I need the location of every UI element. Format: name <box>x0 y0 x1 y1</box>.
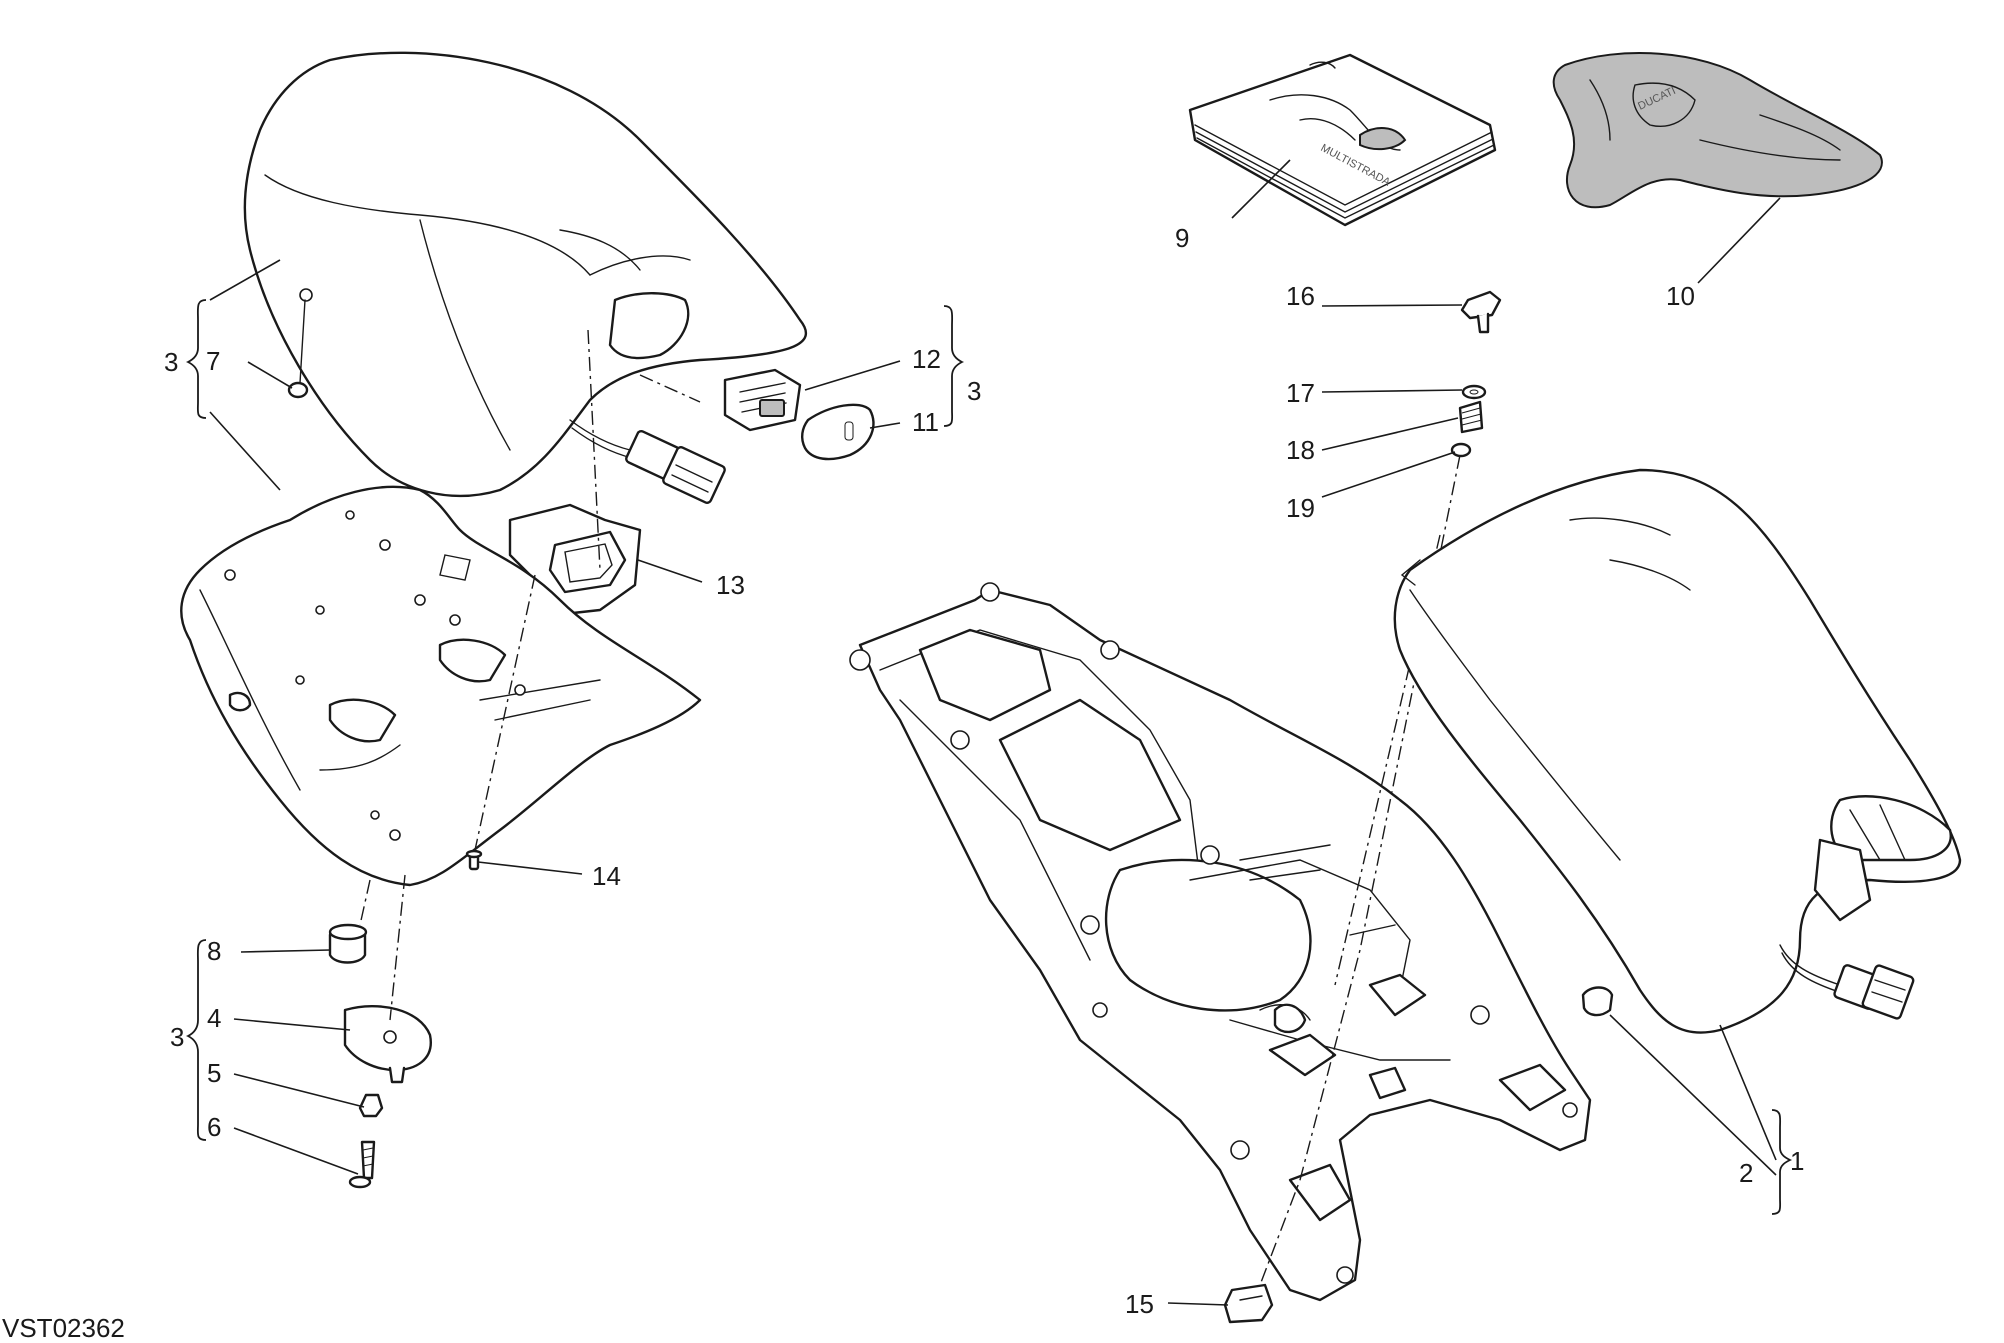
center-assembly-axes <box>1259 454 1461 1286</box>
callout-15: 15 <box>1125 1289 1154 1319</box>
callout-14: 14 <box>592 861 621 891</box>
rear-subframe <box>849 582 1592 1302</box>
callout-2: 2 <box>1739 1158 1753 1188</box>
part-12-connector <box>723 368 802 432</box>
part-18-spring <box>1458 400 1484 434</box>
part-9-owners-manual: MULTISTRADA <box>1188 53 1497 227</box>
part-15-latch <box>1223 1283 1274 1324</box>
part-6-bolt <box>348 1140 376 1189</box>
rider-seat-connector <box>1779 944 1915 1020</box>
callout-19: 19 <box>1286 493 1315 523</box>
callout-6: 6 <box>207 1112 221 1142</box>
part-4-plate <box>343 1004 432 1084</box>
callout-16: 16 <box>1286 281 1315 311</box>
callout-1: 1 <box>1790 1146 1804 1176</box>
callout-3-upper: 3 <box>164 347 178 377</box>
left-assembly-axes <box>359 329 701 1021</box>
callout-4: 4 <box>207 1003 221 1033</box>
part-19-washer <box>1450 442 1472 458</box>
callout-9: 9 <box>1175 223 1189 253</box>
part-7-bumper <box>287 288 313 399</box>
callout-7: 7 <box>206 346 220 376</box>
passenger-seat-connector <box>569 419 726 504</box>
callout-5: 5 <box>207 1058 221 1088</box>
callout-3-right: 3 <box>967 376 981 406</box>
part-16-key <box>1460 290 1502 334</box>
part-8-pad <box>328 923 368 964</box>
part-14-screw <box>465 849 483 871</box>
part-5-nut <box>358 1093 384 1118</box>
callout-3-lower: 3 <box>170 1022 184 1052</box>
rider-seat <box>1393 468 1962 1034</box>
part-17-washer <box>1461 384 1487 400</box>
callout-10: 10 <box>1666 281 1695 311</box>
callout-17: 17 <box>1286 378 1315 408</box>
part-11-cap <box>800 403 875 461</box>
callout-13: 13 <box>716 570 745 600</box>
passenger-seat <box>243 51 807 497</box>
diagram-code: VST02362 <box>2 1313 125 1343</box>
part-2-bumper <box>1581 986 1614 1017</box>
callout-11: 11 <box>912 407 939 437</box>
callout-12: 12 <box>912 344 941 374</box>
callout-8: 8 <box>207 936 221 966</box>
part-10-seat-cover: DUCATI <box>1552 52 1883 209</box>
group-braces <box>185 299 1793 1215</box>
passenger-seat-base-pan <box>180 485 702 887</box>
leader-lines <box>209 159 1781 1306</box>
callout-labels: 1 2 3 3 3 4 5 6 7 8 9 10 11 12 13 14 15 … <box>164 223 1804 1319</box>
callout-18: 18 <box>1286 435 1315 465</box>
